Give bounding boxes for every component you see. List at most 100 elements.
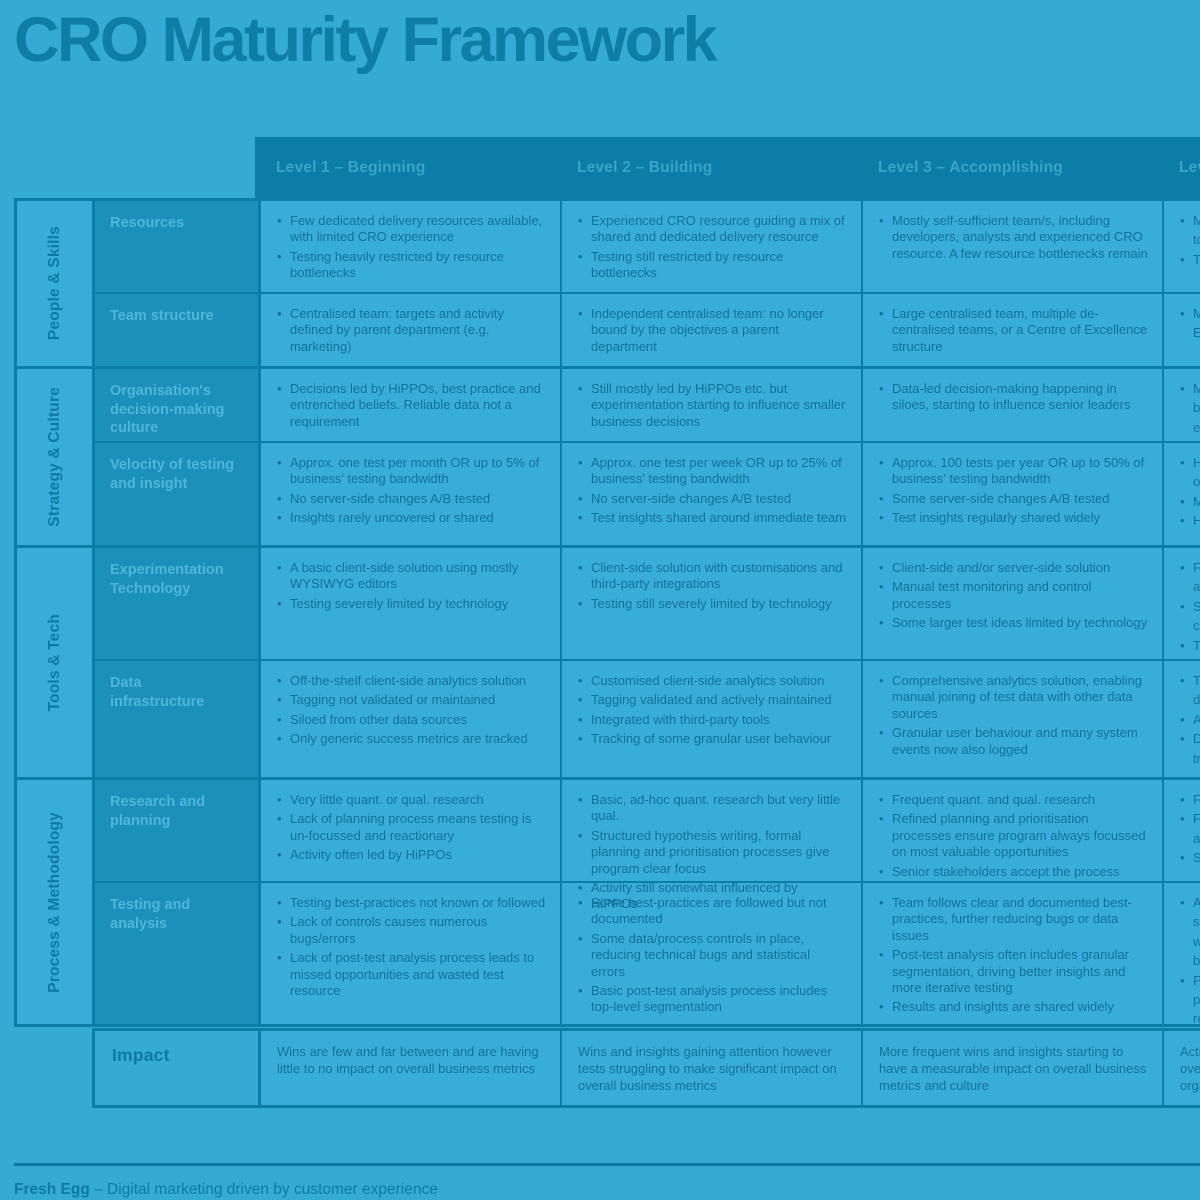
bullet-item: Approx. one test per month OR up to 5% o… bbox=[277, 455, 546, 488]
bullet-item: wo bbox=[1193, 933, 1200, 949]
bullet-item: Mu bbox=[1180, 306, 1200, 323]
bullet-item: Te bbox=[1180, 673, 1200, 690]
cell-impact-l4-clipped: Acti over orga bbox=[1164, 1031, 1200, 1105]
bullet-item: Mostly self-sufficient team/s, including… bbox=[879, 213, 1148, 262]
impact-label: Impact bbox=[95, 1031, 261, 1105]
bullet-item: Fo bbox=[1180, 811, 1200, 828]
bullet-item: Some larger test ideas limited by techno… bbox=[879, 615, 1148, 632]
cell-team-l2: Independent centralised team: no longer … bbox=[562, 294, 863, 366]
group-process-methodology: Process & Methodology Research and plann… bbox=[17, 777, 1200, 1026]
row-label: Organisation's decision-making culture bbox=[95, 369, 261, 441]
bullet-item: Comprehensive analytics solution, enabli… bbox=[879, 673, 1148, 722]
bullet-item: Lack of controls causes numerous bugs/er… bbox=[277, 914, 546, 947]
bullet-item: Very little quant. or qual. research bbox=[277, 792, 546, 809]
bullet-item: All bbox=[1180, 712, 1200, 729]
row-decision-culture: Organisation's decision-making culture D… bbox=[95, 369, 1200, 441]
cell-research-l4-clipped: Fre Fo ad Se bbox=[1164, 780, 1200, 881]
row-label: Velocity of testing and insight bbox=[95, 443, 261, 545]
bullet-item: Large centralised team, multiple de-cent… bbox=[879, 306, 1148, 355]
row-experimentation-tech: Experimentation Technology A basic clien… bbox=[95, 548, 1200, 659]
cell-culture-l3: Data-led decision-making happening in si… bbox=[863, 369, 1164, 441]
cell-testing-l2: Some best-practices are followed but not… bbox=[562, 883, 863, 1024]
cell-testing-l1: Testing best-practices not known or foll… bbox=[261, 883, 562, 1024]
footer-brand: Fresh Egg bbox=[14, 1181, 90, 1198]
bullet-item: to bbox=[1193, 232, 1200, 248]
bullet-item: Tagging validated and actively maintaine… bbox=[578, 692, 847, 709]
bullet-item: Approx. 100 tests per year OR up to 50% … bbox=[879, 455, 1148, 488]
bullet-item: Centralised team: targets and activity d… bbox=[277, 306, 546, 355]
bullet-item: Some data/process controls in place, red… bbox=[578, 931, 847, 980]
bullet-item: Fre bbox=[1180, 792, 1200, 809]
level-2-header: Level 2 – Building bbox=[577, 158, 713, 176]
cell-data-l4-clipped: Te da All Do tra bbox=[1164, 661, 1200, 777]
bullet-item: of bbox=[1193, 474, 1200, 490]
footer-tagline: – Digital marketing driven by customer e… bbox=[94, 1181, 438, 1198]
cell-research-l1: Very little quant. or qual. research Lac… bbox=[261, 780, 562, 881]
cell-resources-l1: Few dedicated delivery resources availab… bbox=[261, 201, 562, 292]
row-testing-analysis: Testing and analysis Testing best-practi… bbox=[95, 881, 1200, 1026]
bullet-item: co bbox=[1193, 618, 1200, 634]
bullet-item: Decisions led by HiPPOs, best practice a… bbox=[277, 381, 546, 430]
cell-resources-l2: Experienced CRO resource guiding a mix o… bbox=[562, 201, 863, 292]
cell-exptech-l2: Client-side solution with customisations… bbox=[562, 548, 863, 659]
cell-impact-l1: Wins are few and far between and are hav… bbox=[261, 1031, 562, 1105]
group-label-cell: Tools & Tech bbox=[17, 548, 95, 777]
bullet-item: Siloed from other data sources bbox=[277, 712, 546, 729]
level-3-header: Level 3 – Accomplishing bbox=[878, 158, 1063, 176]
cell-velocity-l1: Approx. one test per month OR up to 5% o… bbox=[261, 443, 562, 545]
bullet-item: tra bbox=[1193, 750, 1200, 766]
level-header-band: Level 1 – Beginning Level 2 – Building L… bbox=[255, 137, 1200, 198]
bullet-item: Data-led decision-making happening in si… bbox=[879, 381, 1148, 414]
row-label: Research and planning bbox=[95, 780, 261, 881]
maturity-table: Level 1 – Beginning Level 2 – Building L… bbox=[14, 137, 1200, 1108]
group-label: Tools & Tech bbox=[45, 613, 63, 712]
bullet-item: Approx. one test per week OR up to 25% o… bbox=[578, 455, 847, 488]
bullet-item: Team follows clear and documented best-p… bbox=[879, 895, 1148, 944]
cell-culture-l1: Decisions led by HiPPOs, best practice a… bbox=[261, 369, 562, 441]
row-velocity: Velocity of testing and insight Approx. … bbox=[95, 441, 1200, 545]
bullet-item: Basic, ad-hoc quant. research but very l… bbox=[578, 792, 847, 825]
bullet-item: Frequent quant. and qual. research bbox=[879, 792, 1148, 809]
cell-data-l2: Customised client-side analytics solutio… bbox=[562, 661, 863, 777]
bullet-item: Te bbox=[1180, 638, 1200, 655]
row-label: Experimentation Technology bbox=[95, 548, 261, 659]
cell-data-l3: Comprehensive analytics solution, enabli… bbox=[863, 661, 1164, 777]
impact-fragment: over bbox=[1180, 1060, 1200, 1076]
bullet-item: Some server-side changes A/B tested bbox=[879, 491, 1148, 508]
bullet-item: Insights rarely uncovered or shared bbox=[277, 510, 546, 527]
bullet-item: A basic client-side solution using mostl… bbox=[277, 560, 546, 593]
bullet-item: es bbox=[1193, 419, 1200, 435]
level-4-header: Lev bbox=[1179, 158, 1200, 176]
bullet-item: Testing severely limited by technology bbox=[277, 596, 546, 613]
cell-exptech-l4-clipped: Fu ar Sc co Te bbox=[1164, 548, 1200, 659]
bullet-item: Test insights shared around immediate te… bbox=[578, 510, 847, 527]
bullet-item: Tracking of some granular user behaviour bbox=[578, 731, 847, 748]
cell-resources-l4-clipped: Mu to Te bbox=[1164, 201, 1200, 292]
bullet-item: Few dedicated delivery resources availab… bbox=[277, 213, 546, 246]
row-label: Data infrastructure bbox=[95, 661, 261, 777]
cell-testing-l4-clipped: All sto wo bu Po pr re bbox=[1164, 883, 1200, 1026]
bullet-item: All bbox=[1180, 895, 1200, 912]
cell-research-l3: Frequent quant. and qual. research Refin… bbox=[863, 780, 1164, 881]
bullet-item: Mu bbox=[1180, 213, 1200, 230]
bullet-item: Basic post-test analysis process include… bbox=[578, 983, 847, 1016]
row-label: Testing and analysis bbox=[95, 883, 261, 1024]
cell-exptech-l3: Client-side and/or server-side solution … bbox=[863, 548, 1164, 659]
level-1-header: Level 1 – Beginning bbox=[276, 158, 426, 176]
bullet-item: Sc bbox=[1180, 599, 1200, 616]
bullet-item: Hu bbox=[1180, 455, 1200, 472]
bullet-item: Po bbox=[1180, 973, 1200, 990]
bullet-item: Senior stakeholders accept the process bbox=[879, 864, 1148, 881]
bullet-item: Ex bbox=[1193, 325, 1200, 341]
bullet-item: Test insights regularly shared widely bbox=[879, 510, 1148, 527]
row-data-infrastructure: Data infrastructure Off-the-shelf client… bbox=[95, 659, 1200, 777]
bullet-item: Testing still severely limited by techno… bbox=[578, 596, 847, 613]
bullet-item: Hi bbox=[1180, 513, 1200, 530]
bullet-item: Only generic success metrics are tracked bbox=[277, 731, 546, 748]
bullet-item: bu bbox=[1193, 953, 1200, 969]
bullet-item: pr bbox=[1193, 991, 1200, 1007]
group-label: Process & Methodology bbox=[45, 811, 63, 993]
bullet-item: Se bbox=[1180, 850, 1200, 867]
row-label: Resources bbox=[95, 201, 261, 292]
bullet-item: ad bbox=[1193, 830, 1200, 846]
